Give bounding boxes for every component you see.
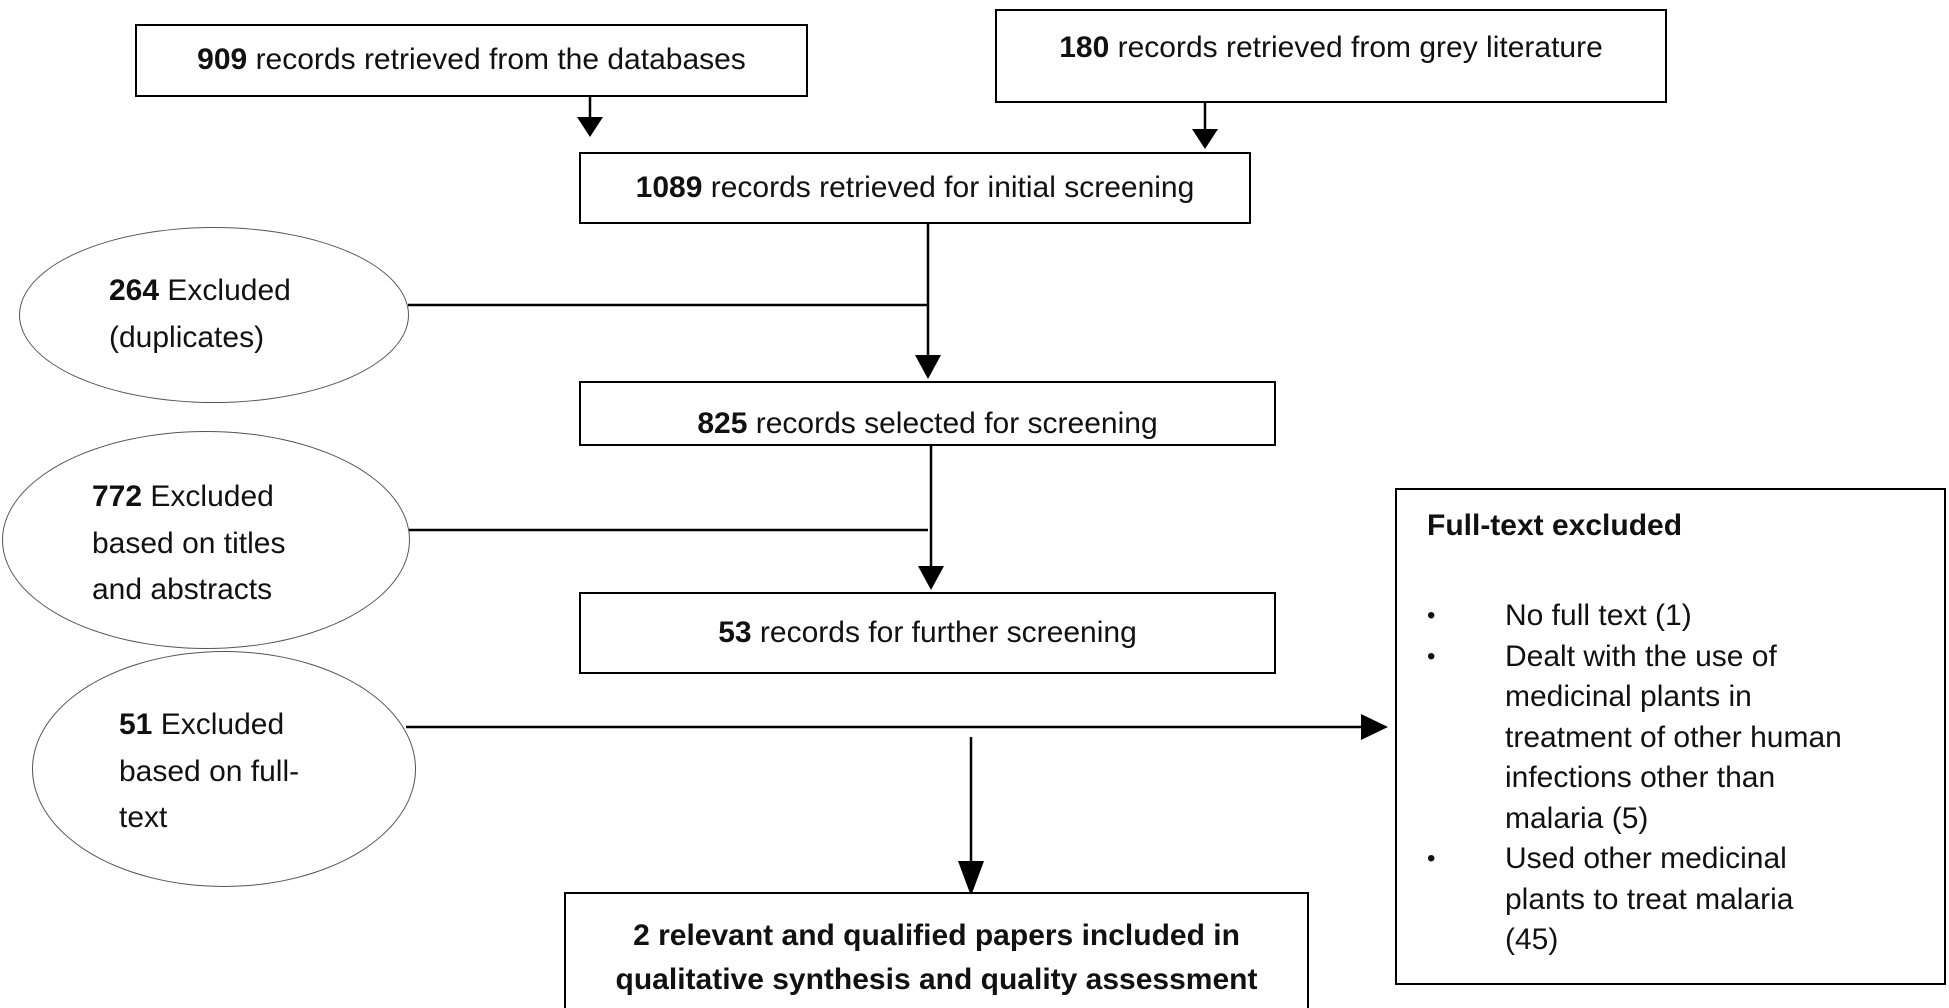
reason-item: • Used other medicinal plants to treat m…: [1427, 839, 1845, 961]
grey-count: 180: [1059, 31, 1110, 64]
fulltext-line-1: Excluded: [152, 708, 285, 741]
arrowhead-further: [918, 566, 944, 590]
arrowhead-grey: [1192, 129, 1218, 149]
further-count: 53: [718, 615, 752, 649]
included-papers-box: 2 relevant and qualified papers included…: [564, 892, 1309, 1008]
arrowhead-selected: [915, 355, 941, 379]
fulltext-line-3: text: [119, 801, 168, 834]
databases-records-box: 909 records retrieved from the databases: [135, 24, 808, 97]
duplicates-line-2: (duplicates): [109, 320, 265, 354]
reason-item: • No full text (1): [1427, 596, 1845, 637]
bullet-icon: •: [1427, 602, 1436, 629]
fulltext-line-2: based on full-: [119, 754, 300, 788]
included-line-1: 2 relevant and qualified papers included…: [633, 919, 1240, 952]
duplicates-line-1: Excluded: [159, 274, 291, 307]
bullet-icon: •: [1427, 642, 1436, 670]
grey-literature-records-box: 180 records retrieved from grey literatu…: [995, 9, 1667, 103]
initial-count: 1089: [635, 170, 703, 204]
selected-text: records selected for screening: [747, 407, 1158, 440]
initial-text: records retrieved for initial screening: [702, 170, 1195, 204]
databases-count: 909: [197, 43, 248, 77]
reason-text: No full text (1): [1505, 599, 1692, 632]
arrowhead-final: [958, 861, 984, 896]
bullet-icon: •: [1427, 845, 1436, 872]
fulltext-count: 51: [119, 708, 153, 741]
fulltext-excluded-reasons-box: Full-text excluded • No full text (1) • …: [1395, 488, 1946, 985]
titles-count: 772: [92, 480, 143, 513]
duplicates-excluded-ellipse: 264 Excluded (duplicates): [19, 227, 409, 403]
grey-text: records retrieved from grey literature: [1109, 31, 1603, 64]
further-text: records for further screening: [751, 615, 1137, 649]
fulltext-excluded-ellipse: 51 Excluded based on full- text: [32, 651, 416, 887]
fulltext-excluded-reasons-list: • No full text (1) • Dealt with the use …: [1427, 596, 1845, 961]
titles-line-2: based on titles: [92, 526, 286, 560]
duplicates-count: 264: [109, 274, 160, 307]
reason-item: • Dealt with the use of medicinal plants…: [1427, 637, 1845, 840]
arrowhead-databases: [577, 117, 603, 137]
initial-screening-box: 1089 records retrieved for initial scree…: [579, 152, 1251, 224]
fulltext-excluded-title: Full-text excluded: [1427, 509, 1683, 542]
arrowhead-fulltext-excluded: [1361, 714, 1388, 740]
databases-text: records retrieved from the databases: [247, 43, 746, 77]
titles-line-1: Excluded: [142, 480, 274, 513]
selected-for-screening-box: 825 records selected for screening: [579, 381, 1276, 446]
titles-line-3: and abstracts: [92, 573, 273, 606]
reason-text: Used other medicinal plants to treat mal…: [1505, 842, 1794, 956]
included-line-2: qualitative synthesis and quality assess…: [615, 963, 1258, 996]
titles-abstracts-excluded-ellipse: 772 Excluded based on titles and abstrac…: [2, 431, 410, 649]
further-screening-box: 53 records for further screening: [579, 592, 1276, 674]
reason-text: Dealt with the use of medicinal plants i…: [1505, 639, 1842, 835]
selected-count: 825: [697, 407, 748, 440]
